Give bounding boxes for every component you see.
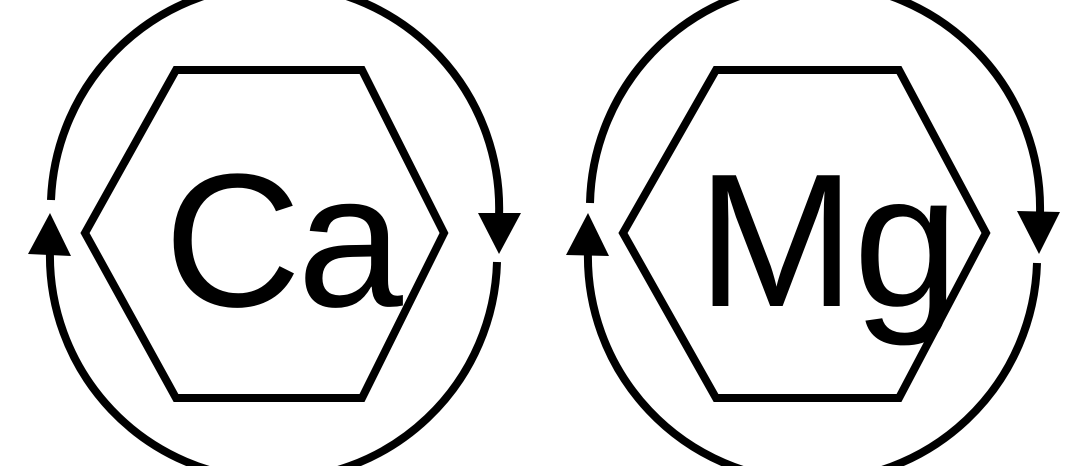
- arrow-down-icon: [478, 213, 521, 254]
- arrow-up-icon: [28, 213, 71, 256]
- calcium-cycle-graphic: [28, 0, 521, 466]
- hexagon-outline: [80, 66, 449, 402]
- lower-arc: [45, 249, 501, 466]
- upper-arc: [586, 0, 1045, 214]
- lower-arc: [583, 249, 1041, 466]
- arrow-up-icon: [566, 213, 609, 256]
- magnesium-cycle-graphic: [566, 0, 1060, 466]
- calcium-unit: Ca: [28, 0, 521, 466]
- arrow-down-icon: [1017, 211, 1060, 254]
- calcium-symbol: Ca: [164, 135, 403, 347]
- upper-arc: [47, 0, 504, 218]
- magnesium-unit: Mg: [545, 0, 1090, 466]
- hexagon-outline: [618, 66, 991, 402]
- magnesium-symbol: Mg: [697, 135, 959, 347]
